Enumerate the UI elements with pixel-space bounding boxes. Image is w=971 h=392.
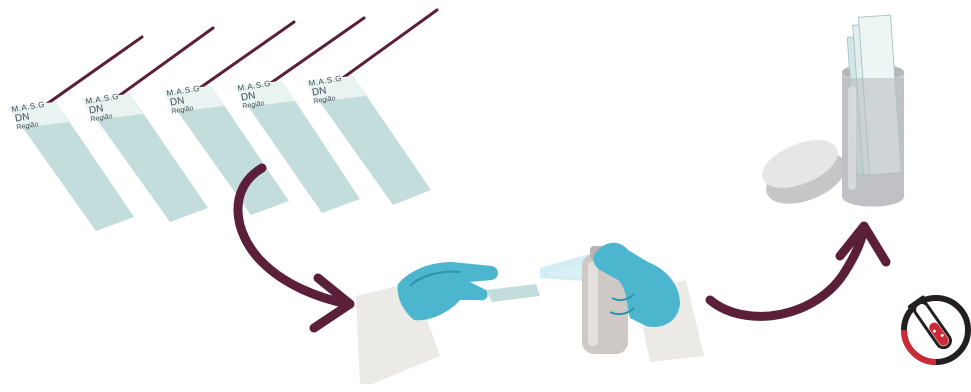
curved-arrow-to-jar	[710, 226, 886, 316]
slide-4-thread	[268, 18, 364, 85]
left-glove	[398, 262, 498, 320]
slide-3-thread	[197, 22, 294, 90]
slide-5-thread	[340, 10, 437, 80]
jar-lid	[755, 130, 853, 214]
fixation-scene	[356, 243, 704, 384]
test-tube-badge-icon	[904, 295, 968, 362]
specimen-jar-icon	[755, 15, 904, 214]
held-slide	[486, 284, 540, 302]
